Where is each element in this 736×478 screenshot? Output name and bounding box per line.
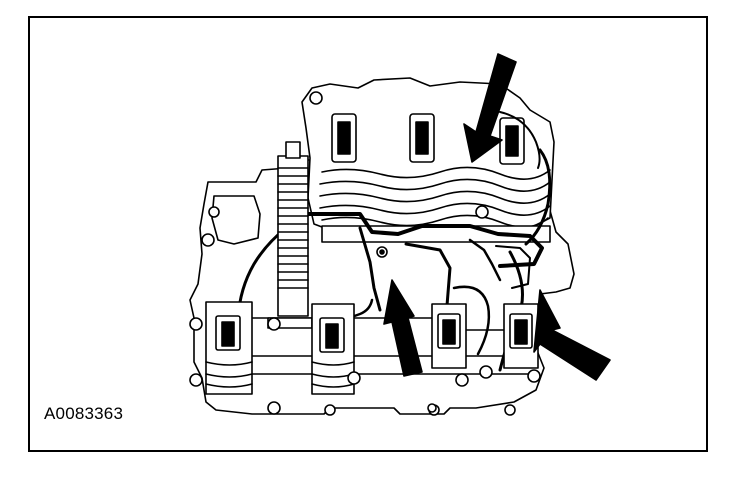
lower-solenoids [205, 301, 539, 395]
upper-solenoid-connectors [331, 113, 525, 165]
wiring-harness [236, 111, 552, 372]
bolt-heads [189, 91, 541, 416]
arrow-bottom-middle [383, 279, 423, 377]
arrow-top [463, 53, 517, 163]
spring-stack [267, 141, 313, 329]
arrow-bottom-right [533, 289, 611, 381]
valve-body-harness-drawing [189, 53, 611, 416]
figure-id-label: A0083363 [44, 404, 124, 423]
lead-frame-harness [296, 212, 544, 320]
illustration-frame: A0083363 [28, 16, 708, 452]
callout-arrows [383, 53, 611, 381]
